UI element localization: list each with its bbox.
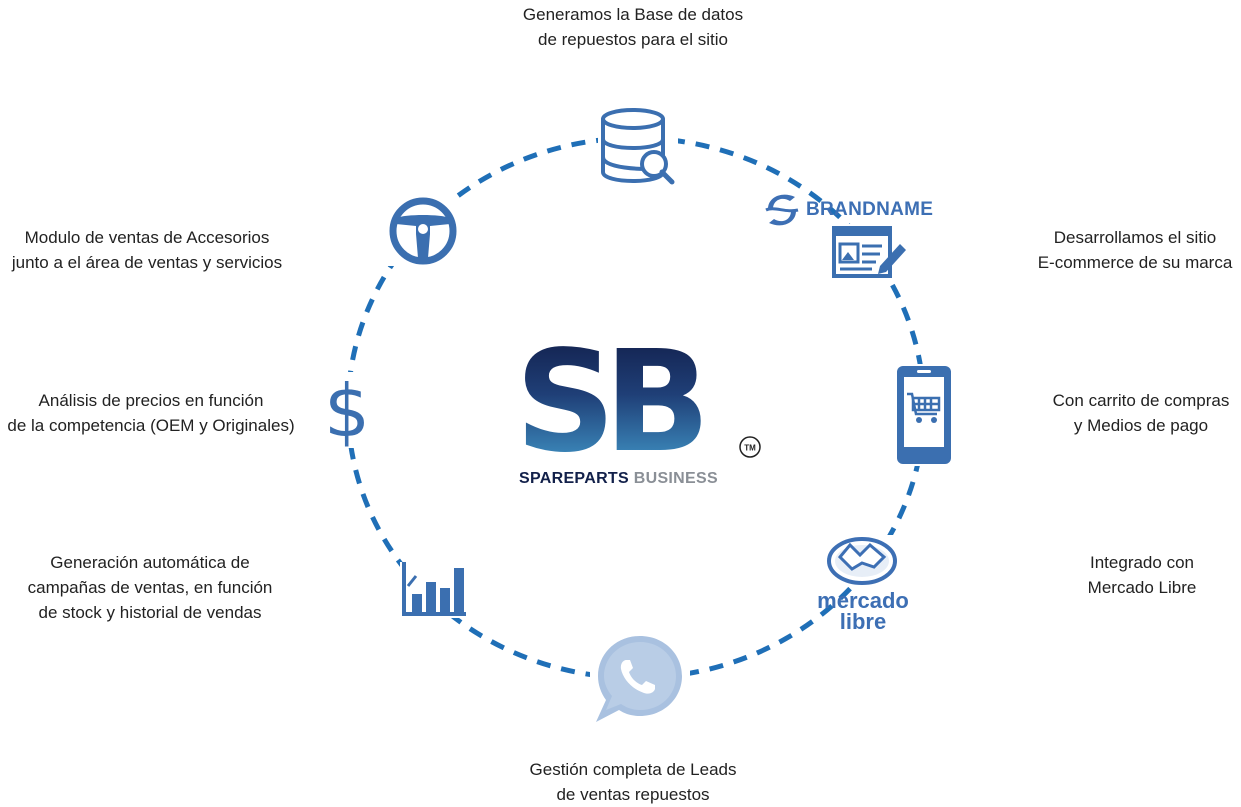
whatsapp-icon: [590, 630, 690, 730]
label-accessories-line1: Modulo de ventas de Accesorios: [24, 228, 270, 247]
label-accessories: Modulo de ventas de Accesorios junto a e…: [12, 225, 282, 275]
svg-text:$: $: [324, 372, 370, 448]
logo-sub-spareparts: SPAREPARTS: [519, 470, 629, 487]
bar-chart-icon: [400, 562, 468, 618]
steering-wheel-icon: [388, 196, 458, 266]
label-cart: Con carrito de compras y Medios de pago: [1053, 388, 1230, 438]
brandname-swirl-icon: [762, 189, 802, 231]
dollar-icon: $: [322, 372, 372, 448]
label-pricing: Análisis de precios en función de la com…: [7, 388, 294, 438]
label-ecommerce-line1: Desarrollamos el sitio: [1053, 228, 1217, 247]
mercadolibre-logo-text: mercado libre: [808, 588, 918, 634]
label-cart-line1: Con carrito de compras: [1052, 391, 1230, 410]
label-ecommerce-line2: E-commerce de su marca: [1037, 253, 1233, 272]
label-pricing-line1: Análisis de precios en función: [38, 391, 264, 410]
label-pricing-line2: de la competencia (OEM y Originales): [7, 416, 295, 435]
label-mercadolibre-line1: Integrado con: [1090, 553, 1194, 572]
web-editor-icon: [832, 224, 908, 278]
label-whatsapp-line2: de ventas repuestos: [556, 785, 710, 804]
label-database-line1: Generamos la Base de datos: [522, 5, 744, 24]
label-whatsapp-line1: Gestión completa de Leads: [529, 760, 737, 779]
label-campaigns-line3: de stock y historial de vendas: [38, 603, 262, 622]
sb-mark: SB: [515, 335, 701, 484]
logo-subtitle: SPAREPARTS BUSINESS: [519, 470, 718, 488]
brandname-logo-text: BRANDNAME: [806, 199, 934, 220]
trademark-text: TM: [744, 444, 756, 453]
mercadolibre-line2: libre: [839, 609, 887, 634]
spareparts-business-logo: SB TM: [515, 335, 761, 484]
mercadolibre-line1: mercado: [817, 588, 909, 613]
label-whatsapp: Gestión completa de Leads de ventas repu…: [530, 757, 737, 807]
mercadolibre-handshake-icon: [826, 535, 898, 587]
label-accessories-line2: junto a el área de ventas y servicios: [11, 253, 283, 272]
label-database-line2: de repuestos para el sitio: [538, 30, 728, 49]
label-campaigns-line1: Generación automática de: [50, 553, 250, 572]
label-mercadolibre: Integrado con Mercado Libre: [1088, 550, 1197, 600]
label-campaigns: Generación automática de campañas de ven…: [28, 550, 273, 625]
label-database: Generamos la Base de datos de repuestos …: [523, 2, 743, 52]
label-cart-line2: y Medios de pago: [1073, 416, 1209, 435]
label-mercadolibre-line2: Mercado Libre: [1087, 578, 1197, 597]
label-ecommerce: Desarrollamos el sitio E-commerce de su …: [1038, 225, 1233, 275]
logo-sub-business: BUSINESS: [633, 470, 718, 487]
label-campaigns-line2: campañas de ventas, en función: [27, 578, 273, 597]
trademark-circle: [739, 436, 761, 458]
mobile-cart-icon: [895, 364, 953, 466]
database-search-icon: [598, 106, 678, 188]
